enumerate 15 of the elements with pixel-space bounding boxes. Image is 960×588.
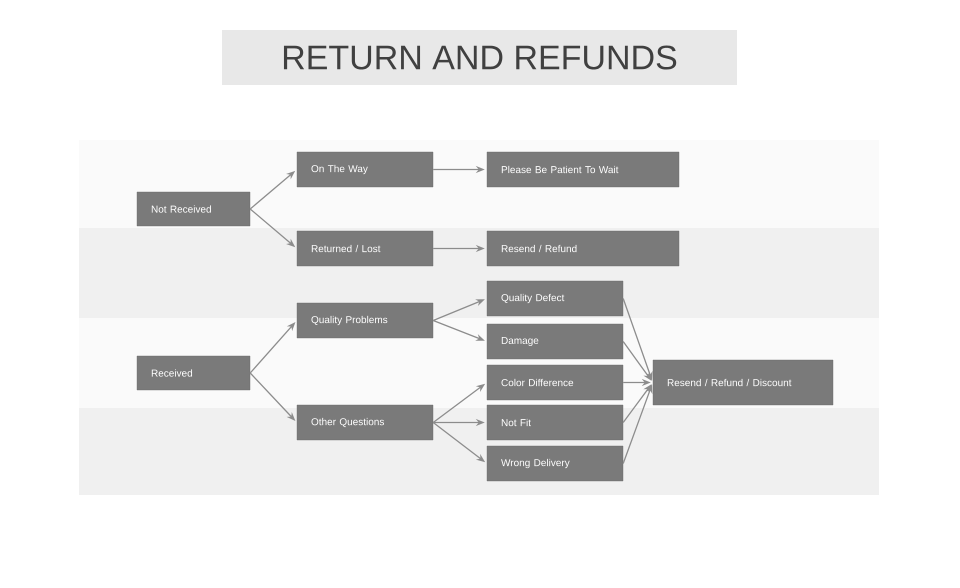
process-box: Resend / Refund / Discount <box>652 360 834 406</box>
process-box: Quality Problems <box>296 302 434 338</box>
process-box: Color Difference <box>486 364 624 400</box>
process-box: Wrong Delivery <box>486 446 624 482</box>
process-box: Not Received <box>136 192 250 226</box>
process-box: Not Fit <box>486 404 624 440</box>
process-box: Received <box>136 356 250 390</box>
process-box: Resend / Refund <box>486 230 680 266</box>
process-box: Damage <box>486 324 624 360</box>
process-box: On The Way <box>296 152 434 188</box>
process-box: Returned / Lost <box>296 230 434 266</box>
process-box: Quality Defect <box>486 280 624 316</box>
process-box: Please Be Patient To Wait <box>486 152 680 188</box>
process-box: Other Questions <box>296 404 434 440</box>
title-banner: RETURN AND REFUNDS <box>222 30 737 85</box>
